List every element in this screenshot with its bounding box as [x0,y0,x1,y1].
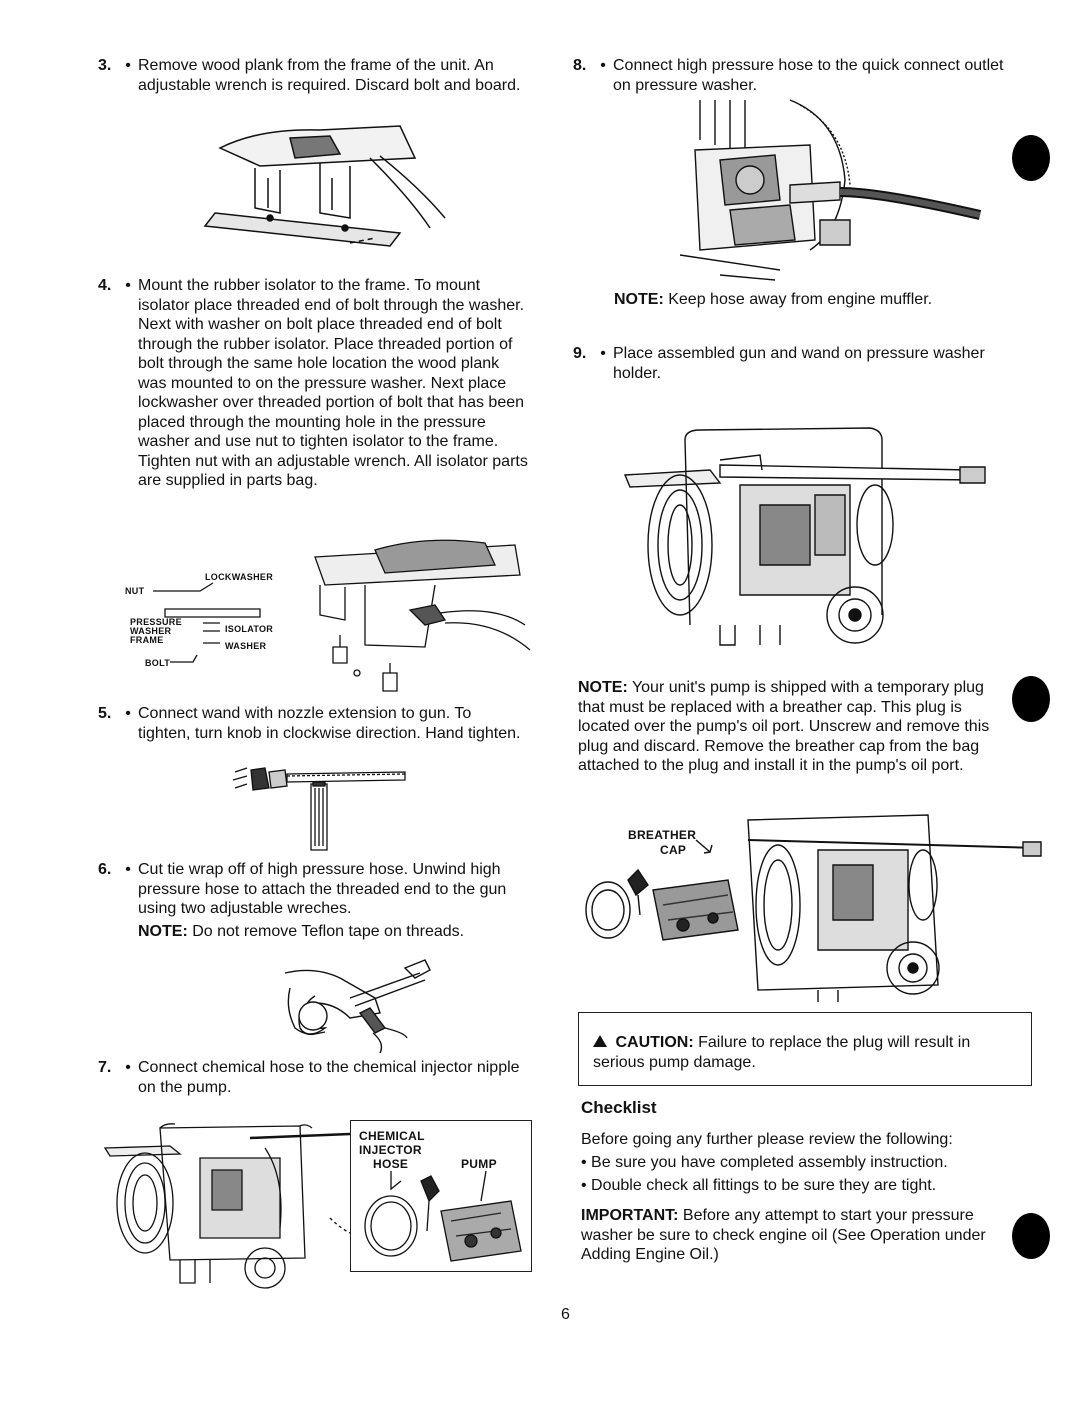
label-nut: NUT [125,586,145,596]
step-4: 4. • Mount the rubber isolator to the fr… [98,276,528,491]
caution-label: CAUTION: [615,1034,694,1051]
isolator-assembly-figure: LOCKWASHER NUT PRESSURE WASHER FRAME ISO… [125,525,545,695]
warning-triangle-icon [593,1035,607,1047]
step-number: 6. [98,861,112,878]
bullet: • [600,345,606,362]
label-pressure: PRESSURE [130,617,182,627]
step-7: 7. • Connect chemical hose to the chemic… [98,1058,528,1097]
page-tab-marker [1012,676,1050,722]
wood-plank-removal-illustration [200,118,460,258]
step-number: 9. [573,345,587,362]
checklist-item-text: Be sure you have completed assembly inst… [591,1154,948,1171]
step-8-note: NOTE: Keep hose away from engine muffler… [614,290,1014,310]
quick-connect-illustration [680,100,980,280]
step-text: Remove wood plank from the frame of the … [138,57,521,94]
step-text: Connect wand with nozzle extension to gu… [138,705,521,742]
bullet: • [581,1154,592,1171]
label-bolt: BOLT [145,658,171,668]
isolator-drawing [125,525,545,695]
caution-text: Failure to replace the plug will result … [593,1034,971,1071]
label-breather: BREATHER [628,828,697,842]
label-injector: INJECTOR [359,1143,422,1157]
chemical-injector-figure: CHEMICAL INJECTOR HOSE PUMP [100,1118,540,1290]
step-text: Connect high pressure hose to the quick … [613,57,1004,94]
step-text: Place assembled gun and wand on pressure… [613,345,985,382]
label-cap: CAP [660,843,687,857]
bullet: • [125,705,131,722]
label-hose: HOSE [373,1157,409,1171]
note-label: NOTE: [578,679,628,696]
wand-nozzle-illustration [225,760,415,855]
step-number: 8. [573,57,587,74]
pump-plug-note: NOTE: Your unit's pump is shipped with a… [578,678,1008,776]
bullet: • [125,277,131,294]
label-washer: WASHER [225,641,267,651]
step-number: 4. [98,277,112,294]
checklist-item: • Double check all fittings to be sure t… [581,1176,1021,1196]
label-isolator: ISOLATOR [225,624,274,634]
bullet: • [125,861,131,878]
step-number: 7. [98,1059,112,1076]
bullet: • [581,1177,592,1194]
breather-cap-figure: BREATHER CAP [578,810,1048,1005]
bullet: • [125,57,131,74]
page-number: 6 [561,1306,570,1323]
label-washer-1: WASHER [130,626,172,636]
step-number: 5. [98,705,112,722]
step-text: Cut tie wrap off of high pressure hose. … [138,861,507,917]
step-3: 3. • Remove wood plank from the frame of… [98,56,538,95]
note-text: Do not remove Teflon tape on threads. [192,923,465,940]
label-lockwasher: LOCKWASHER [205,572,273,582]
step-text: Mount the rubber isolator to the frame. … [138,277,528,489]
step-6: 6. • Cut tie wrap off of high pressure h… [98,860,528,919]
pressure-washer-side-illustration [100,1118,350,1290]
caution-content: CAUTION: Failure to replace the plug wil… [593,1033,1023,1072]
chemical-injector-inset: CHEMICAL INJECTOR HOSE PUMP [350,1120,532,1272]
note-text: Keep hose away from engine muffler. [668,291,933,308]
spray-gun-wrench-illustration [255,958,435,1058]
note-text: Your unit's pump is shipped with a tempo… [578,679,990,774]
important-label: IMPORTANT: [581,1207,679,1224]
label-chemical: CHEMICAL [359,1129,425,1143]
checklist-item-text: Double check all fittings to be sure the… [591,1177,937,1194]
important-text: Before any attempt to start your pressur… [581,1207,986,1263]
step-number: 3. [98,57,112,74]
pump-hose-drawing [351,1171,531,1271]
gun-on-holder-illustration [620,425,990,650]
breather-cap-drawing [578,810,1048,1005]
checklist-item: • Be sure you have completed assembly in… [581,1153,1021,1173]
page-tab-marker [1012,1213,1050,1259]
step-text: Connect chemical hose to the chemical in… [138,1059,520,1096]
checklist-heading: Checklist [581,1098,657,1117]
note-label: NOTE: [138,923,188,940]
important-note: IMPORTANT: Before any attempt to start y… [581,1206,1001,1265]
page-tab-marker [1012,135,1050,181]
step-6-note: NOTE: Do not remove Teflon tape on threa… [138,922,528,942]
bullet: • [125,1059,131,1076]
step-5: 5. • Connect wand with nozzle extension … [98,704,528,743]
note-label: NOTE: [614,291,664,308]
bullet: • [600,57,606,74]
label-frame: FRAME [130,635,164,645]
label-pump: PUMP [461,1157,497,1171]
step-9: 9. • Place assembled gun and wand on pre… [573,344,1013,383]
step-8: 8. • Connect high pressure hose to the q… [573,56,1013,95]
checklist-intro: Before going any further please review t… [581,1131,953,1148]
caution-box: CAUTION: Failure to replace the plug wil… [578,1012,1032,1086]
